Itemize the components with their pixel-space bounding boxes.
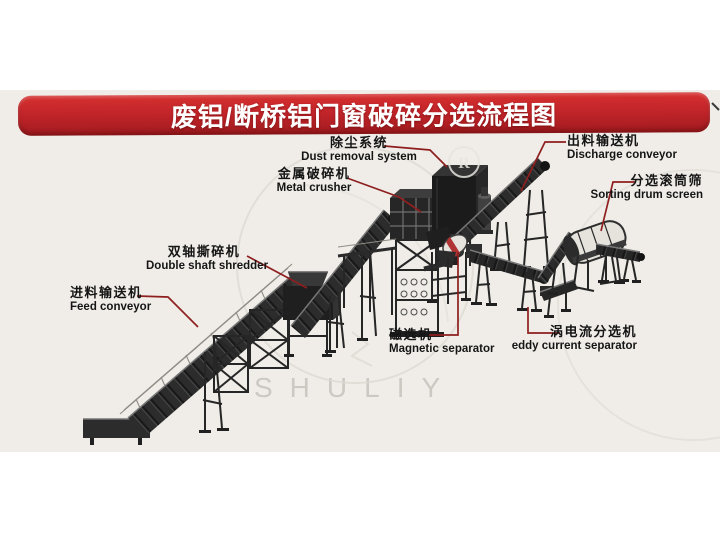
lattice-tower-b [249, 309, 289, 369]
leader-line-feed-conveyor [136, 295, 199, 328]
leader-lines [136, 141, 636, 336]
label-discharge-conveyor-zh: 出料输送机 [567, 133, 640, 148]
label-magnetic-separator-en: Magnetic separator [389, 343, 495, 355]
drum-output-conveyor-graphic [595, 243, 645, 284]
svg-text:R: R [458, 155, 470, 172]
label-eddy-current-separator-en: eddy current separator [511, 340, 637, 352]
leader-line-eddy-current-separator [527, 307, 560, 334]
label-double-shaft-shredder-zh: 双轴撕碎机 [167, 244, 241, 259]
label-eddy-current-separator-zh: 涡电流分选机 [549, 324, 637, 339]
diagram-background-card [0, 90, 720, 452]
label-dust-removal-en: Dust removal system [301, 151, 417, 163]
label-magnetic-separator: 磁选机 Magnetic separator [389, 328, 494, 355]
transfer-conveyor-graphic [539, 279, 578, 318]
eddy-current-separator-graphic [466, 244, 554, 312]
label-sorting-drum-screen-en: Sorting drum screen [590, 189, 703, 201]
sorting-drum-screen-graphic [563, 220, 627, 292]
label-dust-removal-zh: 除尘系统 [329, 135, 388, 150]
leader-line-double-shaft-shredder [246, 255, 308, 289]
label-eddy-current-separator: 涡电流分选机 eddy current separator [512, 325, 637, 352]
label-double-shaft-shredder-en: Double shaft shredder [146, 260, 269, 272]
magnetic-separator-graphic [426, 226, 471, 304]
label-dust-removal-system: 除尘系统 Dust removal system [297, 136, 421, 163]
label-metal-crusher-zh: 金属破碎机 [277, 166, 351, 181]
label-magnetic-separator-zh: 磁选机 [389, 327, 433, 342]
label-feed-conveyor-zh: 进料输送机 [70, 285, 143, 300]
label-double-shaft-shredder: 双轴撕碎机 Double shaft shredder [146, 244, 269, 272]
label-feed-conveyor-en: Feed conveyor [70, 301, 152, 313]
lattice-tower-a [213, 335, 249, 393]
leader-line-metal-crusher [346, 177, 422, 213]
brand-watermark: SHULIY [254, 372, 458, 403]
feed-conveyor-graphic [83, 263, 314, 445]
label-metal-crusher-en: Metal crusher [276, 182, 352, 194]
label-sorting-drum-screen: 分选滚筒筛 Sorting drum screen [591, 174, 703, 201]
label-discharge-conveyor: 出料输送机 Discharge conveyor [567, 134, 677, 161]
label-sorting-drum-screen-zh: 分选滚筒筛 [630, 173, 703, 188]
label-discharge-conveyor-en: Discharge conveyor [567, 149, 677, 161]
label-metal-crusher: 金属破碎机 Metal crusher [262, 167, 366, 194]
banner-corner-mark [711, 102, 720, 111]
leader-line-sorting-drum-screen [600, 181, 636, 232]
leader-line-dust-removal [383, 145, 448, 168]
label-feed-conveyor: 进料输送机 Feed conveyor [70, 286, 151, 313]
leader-line-discharge-conveyor [520, 141, 566, 192]
registered-mark-watermark: R [448, 146, 480, 178]
leader-line-magnetic-separator [429, 252, 459, 336]
